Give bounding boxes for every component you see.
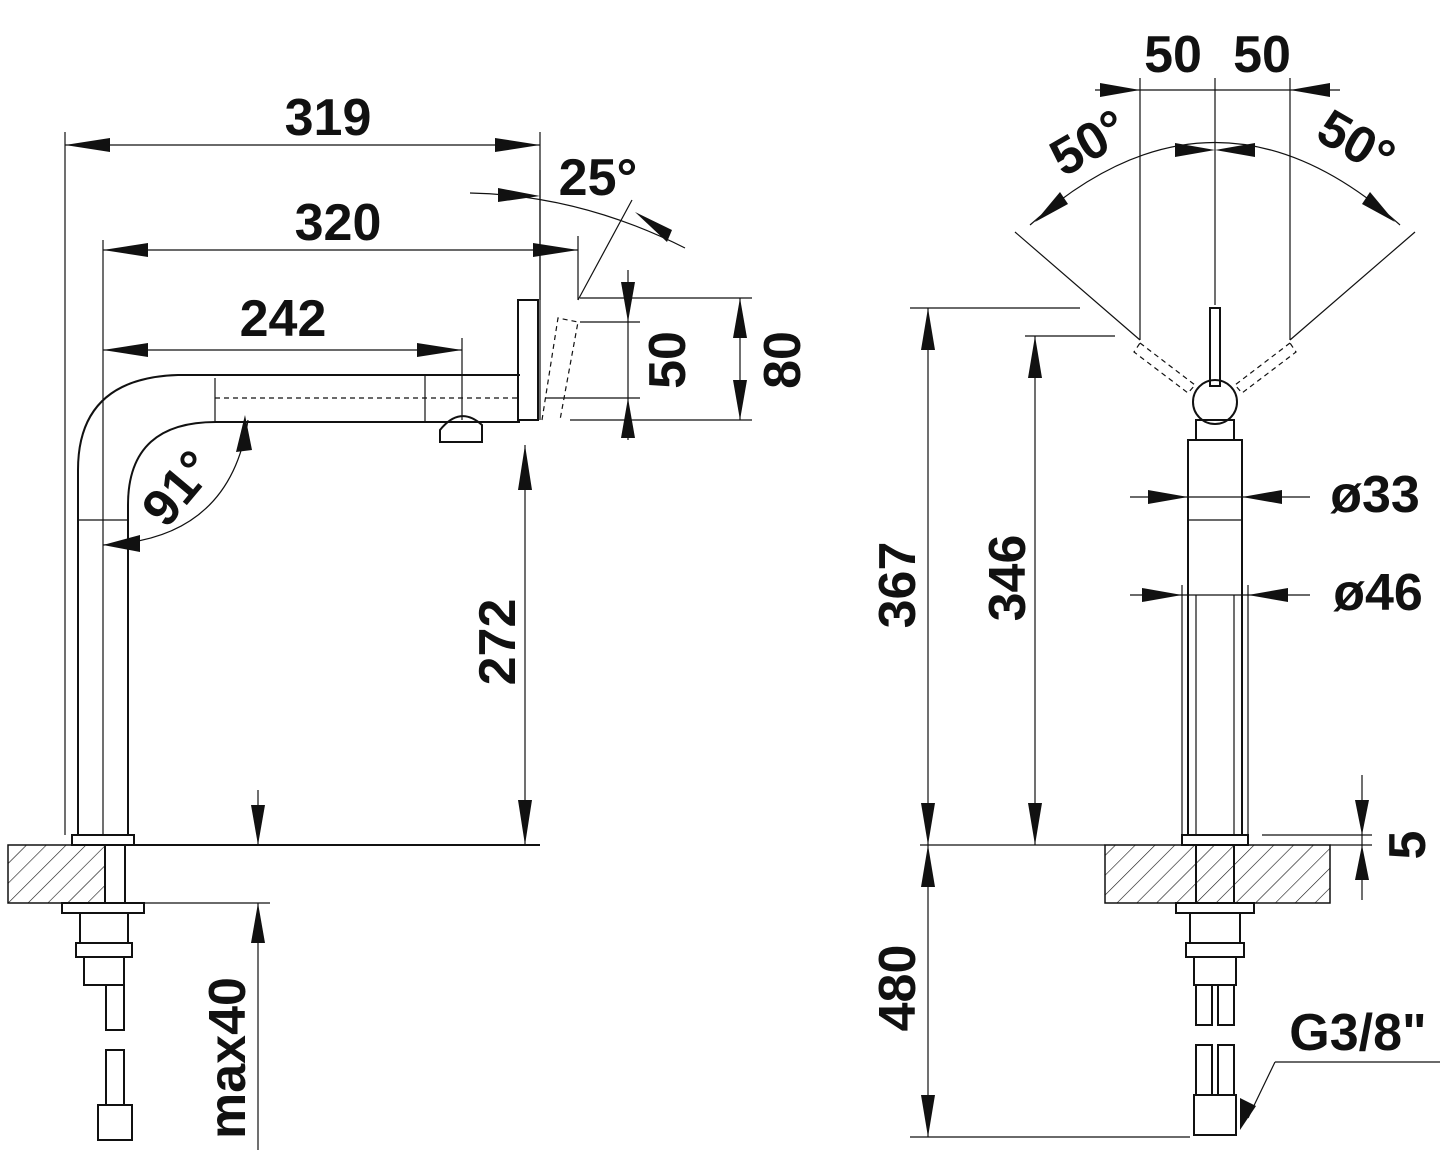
- thread-label: G3/8": [1289, 1004, 1426, 1062]
- dim-50-right-label: 50: [1233, 26, 1291, 84]
- angle-50-right-label: 50°: [1307, 98, 1404, 188]
- dimension-dia-33: ø33: [1130, 466, 1420, 524]
- angle-50-left-label: 50°: [1040, 98, 1137, 188]
- under-counter-parts-front: [1175, 844, 1255, 1136]
- angle-91-label: 91°: [131, 440, 226, 538]
- dim-80-label: 80: [754, 331, 812, 389]
- dia-33-label: ø33: [1330, 466, 1420, 524]
- dim-367-label: 367: [869, 542, 927, 629]
- dim-50-left-label: 50: [1144, 26, 1202, 84]
- thread-callout: G3/8": [1240, 1004, 1440, 1130]
- angle-25: 25°: [469, 149, 686, 301]
- dimension-346: 346: [979, 335, 1115, 845]
- dimension-319: 319: [64, 89, 541, 835]
- dia-46-label: ø46: [1333, 564, 1423, 622]
- dim-50-label: 50: [639, 331, 697, 389]
- side-view: 319 320 242 25°: [7, 89, 812, 1150]
- dimension-272: 272: [469, 445, 532, 845]
- dim-320-label: 320: [295, 194, 382, 252]
- dimension-480: 480: [869, 845, 1190, 1138]
- front-view: 50 50 50° 50° 367: [869, 26, 1440, 1138]
- dimension-320: 320: [102, 194, 579, 835]
- under-counter-parts-side: [61, 844, 145, 1141]
- faucet-body-front: [1133, 307, 1297, 846]
- dimension-367: 367: [869, 307, 1080, 845]
- faucet-body-side: [71, 299, 579, 846]
- dim-480-label: 480: [869, 945, 927, 1032]
- dim-242-label: 242: [240, 290, 327, 348]
- dim-max40-label: max40: [199, 977, 257, 1139]
- dim-272-label: 272: [469, 599, 527, 686]
- angle-25-label: 25°: [559, 149, 638, 207]
- dim-319-label: 319: [285, 89, 372, 147]
- dim-346-label: 346: [979, 535, 1037, 622]
- countertop-section-right: [1104, 844, 1331, 904]
- dimension-max40: max40: [144, 790, 270, 1150]
- dimension-242: 242: [103, 290, 463, 420]
- dimension-dia-46: ø46: [1130, 564, 1423, 835]
- dim-5-label: 5: [1379, 831, 1437, 860]
- dimension-50-50: 50 50: [1095, 26, 1340, 340]
- angle-91: 91°: [102, 415, 252, 552]
- countertop-section-left: [7, 844, 106, 904]
- dimension-5: 5: [1262, 775, 1437, 900]
- dimension-50-80: 50 80: [545, 270, 812, 440]
